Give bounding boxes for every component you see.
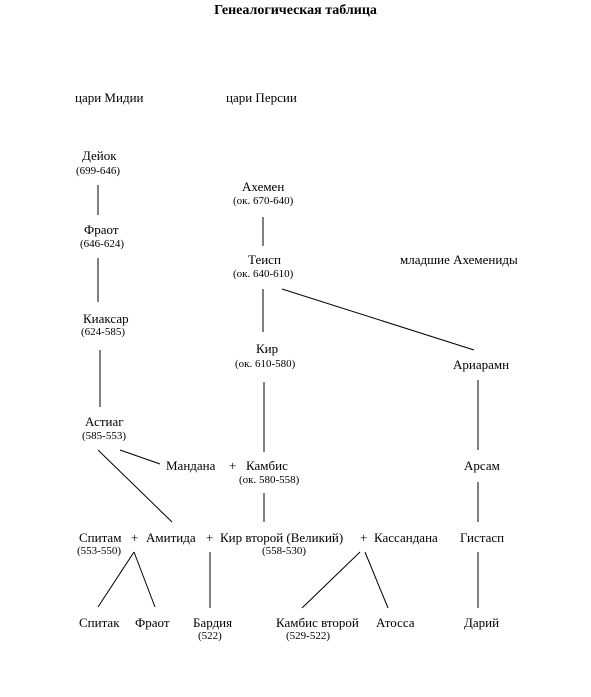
person-kiaksar: Киаксар: [83, 311, 129, 326]
line-spitam-spitak: [97, 551, 135, 608]
dates-bardiya: (522): [198, 630, 222, 642]
person-kambis-second: Камбис второй: [276, 615, 359, 630]
plus-mandana-kambis: +: [229, 458, 237, 473]
dates-kambis-second: (529-522): [286, 630, 330, 642]
dates-kir: (ок. 610-580): [235, 358, 296, 370]
person-deiok: Дейок: [82, 148, 117, 163]
person-kir: Кир: [256, 341, 279, 356]
dates-deiok: (699-646): [76, 165, 120, 177]
line-kassandana-atossa: [364, 551, 389, 609]
dates-ahemen: (ок. 670-640): [233, 195, 294, 207]
dates-kambis: (ок. 580-558): [239, 474, 300, 486]
person-fraot-son: Фраот: [135, 615, 170, 630]
person-dariy: Дарий: [464, 615, 500, 630]
line-spitam-fraot: [133, 551, 156, 608]
person-amitida: Амитида: [146, 530, 196, 545]
person-ahemen: Ахемен: [242, 179, 285, 194]
plus-kir2-kassandana: +: [360, 530, 368, 545]
dates-teisp: (ок. 640-610): [233, 268, 294, 280]
dates-astiag: (585-553): [82, 430, 126, 442]
line-astiag-amitida: [97, 449, 173, 523]
person-gistasp: Гистасп: [460, 530, 505, 545]
person-teisp: Теисп: [248, 252, 281, 267]
header-junior-achaemenids: младшие Ахемениды: [400, 252, 518, 267]
dates-kir-second: (558-530): [262, 545, 306, 557]
page-title: Генеалогическая таблица: [214, 3, 377, 18]
person-kambis: Камбис: [246, 458, 288, 473]
person-mandana: Мандана: [166, 458, 216, 473]
line-kassandana-kambis2: [301, 551, 361, 609]
plus-spitam-amitida: +: [131, 530, 139, 545]
dates-spitam: (553-550): [77, 545, 121, 557]
person-kassandana: Кассандана: [374, 530, 438, 545]
person-fraot: Фраот: [84, 222, 119, 237]
person-astiag: Астиаг: [85, 414, 124, 429]
line-astiag-mandana: [119, 449, 161, 465]
person-spitam: Спитам: [79, 530, 122, 545]
dates-kiaksar: (624-585): [81, 326, 125, 338]
person-kir-second: Кир второй (Великий): [220, 530, 344, 545]
header-media-kings: цари Мидии: [75, 90, 144, 105]
person-bardiya: Бардия: [193, 615, 233, 630]
line-teisp-ariaramn: [281, 288, 475, 351]
header-persia-kings: цари Персии: [226, 90, 297, 105]
person-spitak: Спитак: [79, 615, 120, 630]
person-atossa: Атосса: [376, 615, 415, 630]
person-arsam: Арсам: [464, 458, 500, 473]
plus-amitida-kir2: +: [206, 530, 214, 545]
person-ariaramn: Ариарамн: [453, 357, 510, 372]
dates-fraot: (646-624): [80, 238, 124, 250]
